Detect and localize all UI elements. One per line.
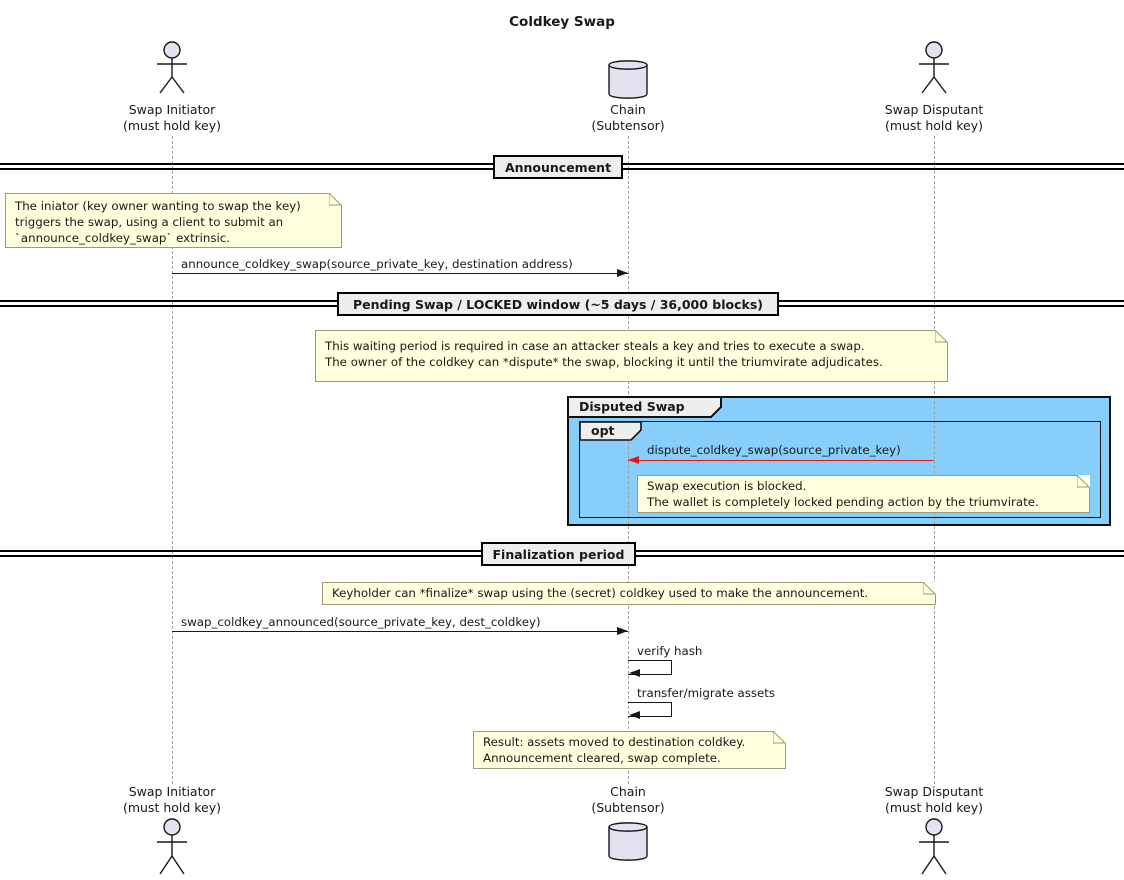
message-announce-coldkey-swap: announce_coldkey_swap(source_private_key… bbox=[181, 257, 573, 271]
actor-icon bbox=[916, 41, 952, 96]
message-line-red bbox=[628, 460, 934, 461]
group-header-pentagon bbox=[567, 396, 723, 418]
note-waiting-period: This waiting period is required in case … bbox=[315, 330, 948, 382]
note-swap-blocked: Swap execution is blocked. The wallet is… bbox=[637, 475, 1090, 513]
actor-icon bbox=[154, 41, 190, 96]
database-icon bbox=[607, 56, 649, 103]
message-swap-coldkey-announced: swap_coldkey_announced(source_private_ke… bbox=[181, 615, 541, 629]
lifeline-swap-disputant bbox=[934, 136, 935, 784]
divider-announcement: Announcement bbox=[493, 155, 623, 179]
self-message-loop bbox=[628, 660, 672, 675]
lifeline-swap-initiator bbox=[172, 136, 173, 784]
note-fold-icon bbox=[1077, 475, 1090, 488]
arrowhead-left-icon bbox=[629, 669, 640, 677]
database-icon bbox=[607, 818, 649, 865]
diagram-title: Coldkey Swap bbox=[509, 14, 615, 30]
note-initiator-trigger: The iniator (key owner wanting to swap t… bbox=[5, 193, 342, 248]
note-keyholder-finalize: Keyholder can *finalize* swap using the … bbox=[322, 582, 936, 605]
participant-label-swap-initiator-bottom: Swap Initiator (must hold key) bbox=[122, 784, 222, 815]
group-label-disputed-swap: Disputed Swap bbox=[579, 399, 685, 414]
arrowhead-left-red-icon bbox=[628, 456, 639, 464]
divider-pending-swap: Pending Swap / LOCKED window (~5 days / … bbox=[337, 292, 779, 316]
message-line bbox=[172, 631, 628, 632]
note-result: Result: assets moved to destination cold… bbox=[473, 731, 786, 769]
arrowhead-right-icon bbox=[617, 269, 628, 277]
message-line bbox=[172, 273, 628, 274]
arrowhead-right-icon bbox=[617, 627, 628, 635]
participant-label-chain: Chain (Subtensor) bbox=[591, 102, 665, 133]
arrowhead-left-icon bbox=[629, 711, 640, 719]
participant-label-swap-initiator: Swap Initiator (must hold key) bbox=[122, 102, 222, 133]
participant-label-chain-bottom: Chain (Subtensor) bbox=[591, 784, 665, 815]
disputed-swap-group-frame bbox=[567, 396, 1111, 526]
note-fold-icon bbox=[773, 731, 786, 744]
message-transfer-migrate-assets: transfer/migrate assets bbox=[637, 686, 776, 700]
participant-label-swap-disputant: Swap Disputant (must hold key) bbox=[884, 102, 984, 133]
opt-header-pentagon bbox=[579, 421, 643, 441]
note-fold-icon bbox=[935, 330, 948, 343]
divider-finalization-period: Finalization period bbox=[481, 542, 636, 566]
message-verify-hash: verify hash bbox=[637, 644, 703, 658]
note-fold-icon bbox=[923, 582, 936, 595]
message-dispute-coldkey-swap: dispute_coldkey_swap(source_private_key) bbox=[647, 443, 901, 457]
opt-fragment-frame bbox=[579, 421, 1101, 518]
opt-label: opt bbox=[591, 423, 615, 438]
participant-label-swap-disputant-bottom: Swap Disputant (must hold key) bbox=[884, 784, 984, 815]
note-fold-icon bbox=[329, 193, 342, 206]
self-message-loop bbox=[628, 702, 672, 717]
actor-icon bbox=[916, 818, 952, 880]
actor-icon bbox=[154, 818, 190, 880]
